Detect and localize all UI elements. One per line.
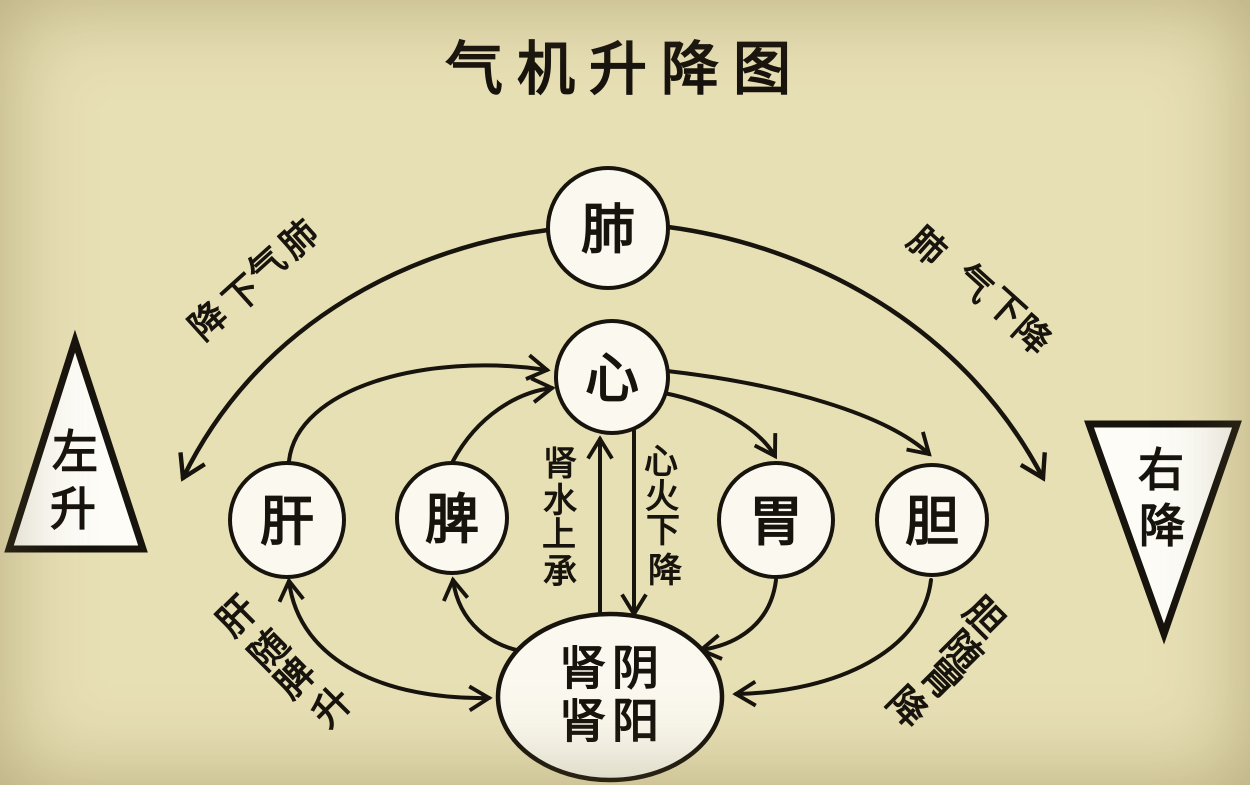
heart-fire-label-char: 降 bbox=[648, 551, 682, 591]
arrow-kidney-liver-loop bbox=[277, 577, 493, 713]
node-gallbladder-circle bbox=[875, 463, 989, 577]
node-stomach-circle bbox=[717, 461, 835, 579]
heart-fire-label-char: 下 bbox=[646, 511, 680, 551]
arrow-gallbladder-to-kidney bbox=[732, 578, 933, 708]
right-triangle-char: 右 bbox=[1138, 443, 1184, 497]
arrow-lung-descend-left bbox=[178, 227, 551, 482]
kidney-water-label-char: 水 bbox=[543, 481, 577, 521]
arrow-lung-descend-right bbox=[665, 224, 1047, 482]
heart-fire-label-char: 火 bbox=[645, 477, 679, 517]
heart-fire-label-char: 心 bbox=[644, 442, 678, 482]
node-kidney-label-line1: 肾阴 bbox=[559, 641, 665, 697]
node-stomach-label: 胃 bbox=[749, 490, 803, 553]
arrow-stomach-to-kidney bbox=[697, 578, 778, 661]
arrow-heart-to-gallbladder bbox=[665, 369, 932, 457]
diagram-title: 气机升降图 bbox=[444, 35, 806, 103]
node-gallbladder-label: 胆 bbox=[905, 490, 959, 553]
node-heart-circle bbox=[554, 319, 670, 435]
arrow-spleen-to-heart bbox=[451, 376, 556, 463]
arrow-liver-to-heart bbox=[287, 353, 551, 463]
left-triangle-char: 升 bbox=[50, 482, 96, 536]
left-triangle-char: 左 bbox=[52, 425, 98, 479]
right-triangle-char: 降 bbox=[1139, 499, 1185, 553]
node-spleen-label: 脾 bbox=[425, 488, 479, 551]
node-liver-circle bbox=[228, 461, 346, 579]
kidney-water-label-char: 上 bbox=[542, 515, 576, 555]
kidney-water-label-char: 承 bbox=[543, 552, 577, 592]
node-lung-label: 肺 bbox=[581, 198, 635, 261]
right-descend-triangle bbox=[1084, 420, 1242, 645]
arrow-heart-to-stomach bbox=[662, 391, 778, 460]
kidney-water-label-char: 肾 bbox=[543, 444, 577, 484]
node-kidney-ellipse bbox=[495, 611, 725, 783]
node-heart-label: 心 bbox=[585, 347, 639, 410]
node-lung-circle bbox=[546, 166, 670, 290]
node-kidney-label-line2: 肾阳 bbox=[559, 694, 665, 750]
node-spleen-circle bbox=[395, 461, 509, 575]
arrow-kidney-to-spleen bbox=[442, 576, 529, 654]
left-ascend-triangle bbox=[4, 329, 148, 553]
node-liver-label: 肝 bbox=[260, 490, 314, 553]
